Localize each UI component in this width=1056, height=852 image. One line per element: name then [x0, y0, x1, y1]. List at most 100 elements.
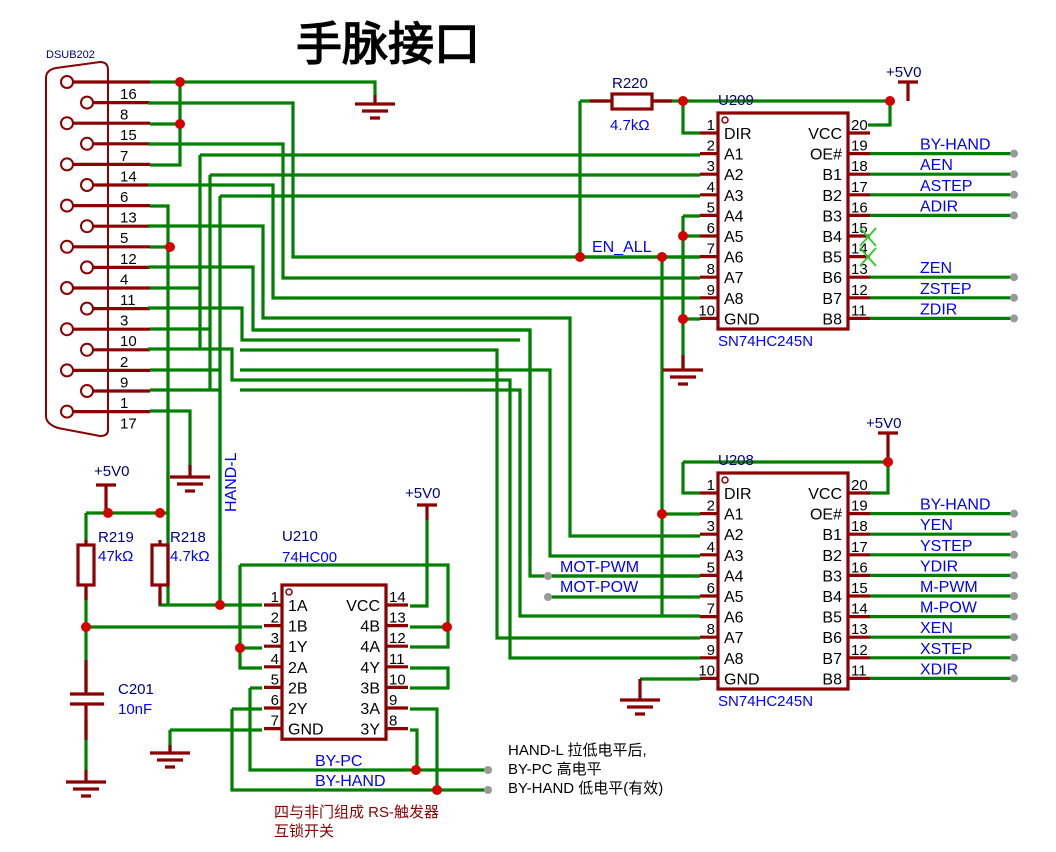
pin-number: 5: [120, 230, 128, 247]
pin-name: A7: [724, 270, 744, 287]
net-label: BY-HAND: [920, 137, 991, 154]
power-label: +5V0: [866, 415, 901, 432]
pin-number: 7: [707, 601, 715, 618]
pin-number: 9: [120, 374, 128, 391]
chip-part: SN74HC245N: [718, 693, 813, 710]
pin-socket-icon: [60, 281, 74, 295]
pin-socket-icon: [80, 136, 94, 151]
pin-number: 12: [851, 282, 868, 299]
power-label: +5V0: [886, 64, 921, 81]
pin-number: 12: [851, 642, 868, 659]
pin-number: 17: [120, 416, 137, 433]
pin-name: 4B: [360, 619, 380, 636]
pin-name: 2B: [288, 680, 308, 697]
net-label: ZEN: [920, 260, 952, 277]
pin-number: 4: [707, 179, 715, 196]
power-symbols: +5V0 +5V0 +5V0 +5V0: [94, 64, 921, 520]
terminal-mot-pow: [544, 593, 552, 601]
net-label: XEN: [920, 620, 953, 637]
pin-name: 3Y: [360, 722, 380, 739]
pin-name: A3: [724, 188, 744, 205]
pin-number: 10: [698, 662, 715, 679]
connector-pin: 1: [80, 384, 150, 412]
net-terminal: [1010, 571, 1018, 580]
pin-number: 5: [707, 559, 715, 576]
pin-name: OE#: [810, 507, 842, 524]
pin-number: 13: [851, 621, 868, 638]
pin-number: 8: [707, 261, 715, 278]
net-terminal: [1010, 653, 1018, 662]
pin-name: A6: [724, 610, 744, 627]
pin-name: 3A: [360, 701, 380, 718]
net-terminal: [1010, 190, 1018, 199]
pin-number: 19: [851, 138, 868, 155]
pin-number: 2: [707, 138, 715, 155]
connector-pin: 11: [60, 281, 150, 309]
connector-pin: 3: [80, 301, 150, 330]
pin-number: 16: [120, 86, 137, 103]
rs-note-line2: 互锁开关: [274, 823, 334, 840]
net-label-mot-pow: MOT-POW: [560, 579, 639, 596]
pin-name: A2: [724, 167, 744, 184]
pin-number: 1: [120, 395, 128, 412]
terminal-by-hand: [484, 786, 492, 794]
pin-name: VCC: [346, 598, 380, 615]
info-note-line3: BY-HAND 低电平(有效): [508, 780, 663, 797]
pin-name: A2: [724, 527, 744, 544]
chip-part: SN74HC245N: [718, 333, 813, 350]
pin-number: 3: [120, 313, 128, 330]
pin-socket-icon: [60, 198, 74, 213]
net-terminal: [1010, 314, 1018, 323]
net-label: ASTEP: [920, 178, 972, 195]
pin-socket-icon: [80, 384, 94, 398]
pin-number: 14: [389, 589, 406, 606]
rs-note-line1: 四与非门组成 RS-触发器: [274, 804, 439, 821]
net-label-mot-pwm: MOT-PWM: [560, 559, 639, 576]
pin-name: A5: [724, 589, 744, 606]
info-note-line1: HAND-L 拉低电平后,: [508, 742, 647, 759]
pin-number: 11: [851, 302, 867, 319]
connector-pin: 15: [60, 116, 150, 144]
net-label: YSTEP: [920, 538, 972, 555]
pin-number: 9: [707, 642, 715, 659]
svg-text:47kΩ: 47kΩ: [98, 548, 133, 565]
pin-number: 10: [389, 671, 406, 688]
pin-number: 3: [707, 518, 715, 535]
pin-number: 6: [120, 189, 128, 206]
pin-name: 1Y: [288, 639, 308, 656]
power-label: +5V0: [405, 485, 440, 502]
resistor-r219: R219 47kΩ: [76, 529, 134, 600]
pin-name: B1: [822, 527, 842, 544]
svg-text:R219: R219: [98, 529, 134, 546]
pin-name: A1: [724, 147, 744, 164]
pin-number: 18: [851, 158, 868, 175]
pin-name: A1: [724, 507, 744, 524]
pin-number: 4: [120, 271, 128, 288]
pin-number: 12: [389, 630, 406, 647]
pin-number: 6: [271, 692, 279, 709]
pin-number: 3: [271, 630, 279, 647]
pin-name: A7: [724, 630, 744, 647]
svg-text:4.7kΩ: 4.7kΩ: [170, 548, 210, 565]
pin-number: 20: [851, 117, 868, 134]
pin-number: 13: [389, 610, 406, 627]
pin-socket-icon: [80, 301, 94, 316]
pin-socket-icon: [60, 404, 74, 419]
net-label: ZSTEP: [920, 281, 972, 298]
pin-name: B4: [822, 589, 842, 606]
net-terminal: [1010, 633, 1018, 642]
pin-socket-icon: [60, 157, 74, 172]
pin-name: VCC: [808, 486, 842, 503]
pin-name: B7: [822, 651, 842, 668]
pin-number: 1: [707, 477, 715, 494]
terminal-mot-pwm: [544, 572, 552, 580]
pin-number: 11: [389, 651, 405, 668]
chip-u209: U2091DIR2A13A24A35A46A57A68A79A810GND20V…: [698, 92, 1018, 350]
net-label: XSTEP: [920, 641, 972, 658]
pin-socket-icon: [80, 260, 94, 275]
net-terminal: [1010, 674, 1018, 683]
pin-number: 4: [271, 651, 279, 668]
pin-number: 8: [120, 107, 128, 124]
ground-icon: [355, 95, 395, 120]
